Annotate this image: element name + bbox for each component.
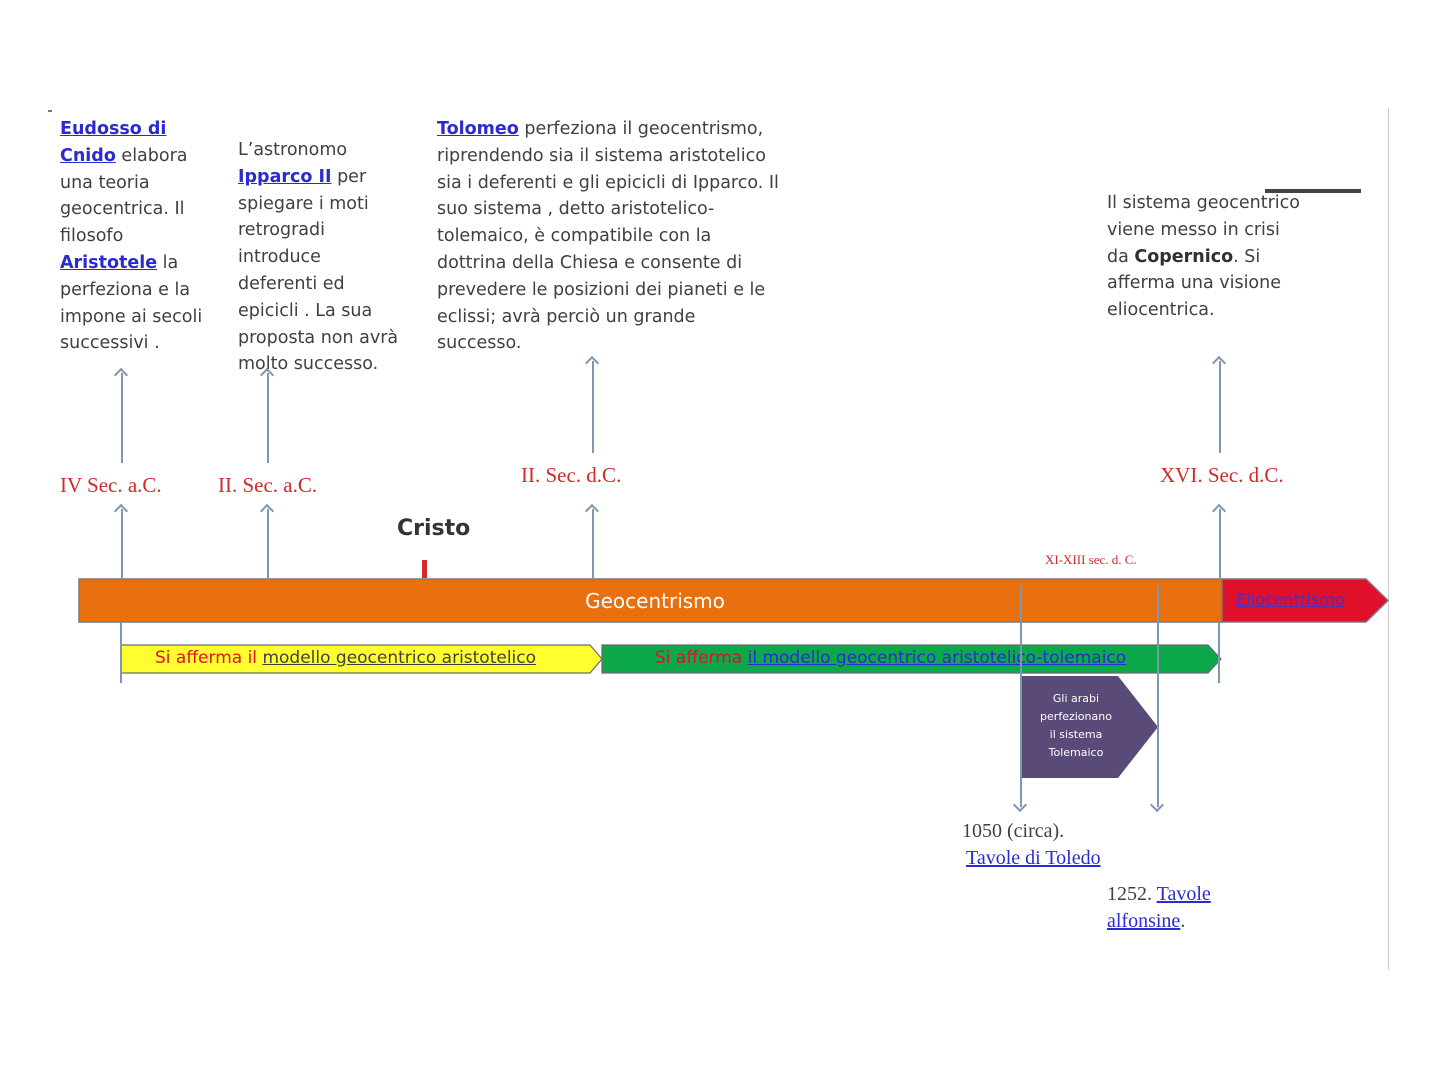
tolemaico-arrow <box>601 644 1222 674</box>
link-tavole-alfonsine[interactable]: Tavole <box>1156 883 1211 905</box>
geocentrismo-label: Geocentrismo <box>585 589 725 613</box>
arrow-up-tolomeo <box>592 361 594 453</box>
era-xvi-sec-dc: XVI. Sec. d.C. <box>1160 463 1284 487</box>
note-copernico: Il sistema geocentrico viene messo in cr… <box>1107 193 1300 321</box>
link-tavole-toledo[interactable]: Tavole di Toledo <box>966 847 1101 869</box>
cristo-label: Cristo <box>397 516 471 541</box>
frame-top-bar <box>1265 189 1361 193</box>
arrow-up-bar-1 <box>121 509 123 578</box>
arrow-up-ipparco <box>267 373 269 463</box>
era-ii-sec-dc: II. Sec. d.C. <box>521 463 622 487</box>
link-modello-aristotelico[interactable]: modello geocentrico aristotelico <box>262 648 537 668</box>
arabi-label: Gli arabi perfezionano il sistema Tolema… <box>1040 692 1112 759</box>
link-alfonsine[interactable]: alfonsine <box>1107 910 1181 932</box>
eliocentrismo-arrow <box>1221 578 1390 623</box>
arrow-up-copernico <box>1219 361 1221 453</box>
copernico-name: Copernico <box>1134 246 1234 267</box>
note-eudosso: Eudosso di Cnido elabora una teoria geoc… <box>60 119 203 354</box>
frame-tick-left <box>48 110 52 112</box>
eliocentrismo-label: Eliocentrismo <box>1236 590 1345 609</box>
link-modello-tolemaico[interactable]: il modello geocentrico aristotelico-tole… <box>747 648 1127 668</box>
aristotelico-label: Si afferma il modello geocentrico aristo… <box>155 648 537 668</box>
cristo-tick <box>422 560 427 578</box>
link-eudosso[interactable]: Eudosso di <box>60 119 167 139</box>
link-ipparco[interactable]: Ipparco II <box>238 166 332 187</box>
tolemaico-label: Si afferma il modello geocentrico aristo… <box>655 648 1127 668</box>
note-ipparco: L’astronomo Ipparco II per spiegare i mo… <box>238 140 399 375</box>
arrow-down-toledo <box>1020 585 1022 807</box>
era-iv-sec-ac: IV Sec. a.C. <box>60 473 162 497</box>
link-cnido[interactable]: Cnido <box>60 145 116 166</box>
link-tolomeo[interactable]: Tolomeo <box>437 119 519 139</box>
arrow-up-bar-2 <box>267 509 269 578</box>
frame-right-border <box>1388 108 1389 970</box>
arabi-arrow <box>1020 676 1158 778</box>
link-aristotele[interactable]: Aristotele <box>60 252 158 273</box>
arrow-up-bar-4 <box>1219 509 1221 578</box>
era-ii-sec-ac: II. Sec. a.C. <box>218 473 318 497</box>
era-xi-xiii-sec: XI-XIII sec. d. C. <box>1045 552 1137 567</box>
arrow-up-eudosso <box>121 373 123 463</box>
arrow-down-alfonsine <box>1157 585 1159 807</box>
event-alfonsine: 1252. Tavole alfonsine. <box>1107 883 1211 932</box>
event-toledo: 1050 (circa). Tavole di Toledo <box>962 820 1101 869</box>
arrow-up-bar-3 <box>592 509 594 578</box>
note-tolomeo: Tolomeo perfeziona il geocentrismo, ripr… <box>437 119 779 354</box>
